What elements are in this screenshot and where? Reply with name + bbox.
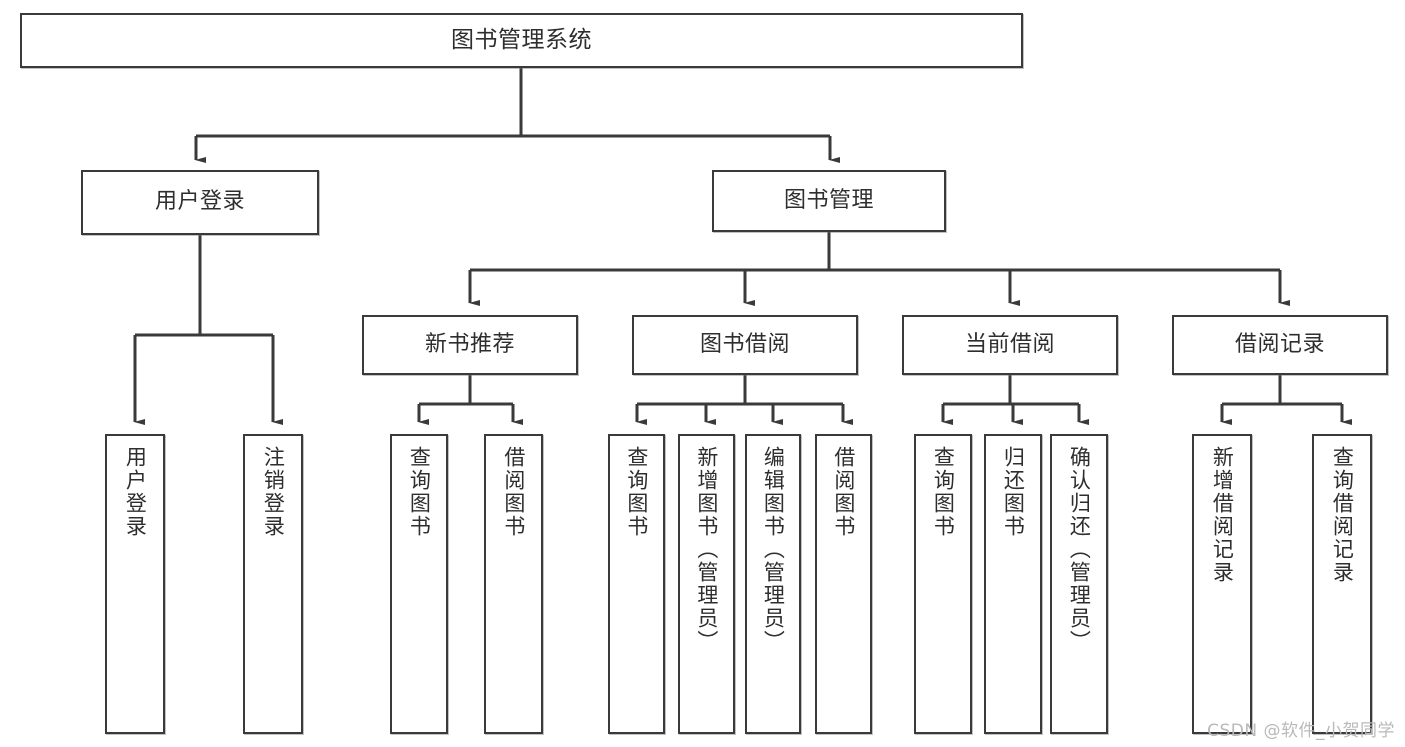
leaf-user-login-label: 用户登录 [123, 446, 148, 538]
leaf-edit-book-admin-label: 编辑图书（管理员） [761, 446, 786, 653]
leaf-query-book-current-label: 查询图书 [931, 446, 956, 538]
leaf-query-book-newbook-label: 查询图书 [407, 446, 432, 538]
leaf-return-book-label: 归还图书 [1001, 446, 1026, 538]
node-book-borrow[interactable]: 图书借阅 [632, 315, 858, 375]
node-book-borrow-label: 图书借阅 [699, 331, 790, 357]
leaf-edit-book-admin[interactable]: 编辑图书（管理员） [745, 434, 801, 734]
leaf-borrow-book-newbook-label: 借阅图书 [501, 446, 526, 538]
leaf-add-book-admin[interactable]: 新增图书（管理员） [678, 434, 735, 734]
leaf-borrow-book-newbook[interactable]: 借阅图书 [484, 434, 543, 734]
node-root[interactable]: 图书管理系统 [20, 13, 1023, 68]
leaf-query-book-newbook[interactable]: 查询图书 [390, 434, 448, 734]
leaf-return-book[interactable]: 归还图书 [984, 434, 1042, 734]
node-current-borrow[interactable]: 当前借阅 [902, 315, 1118, 375]
node-user-login-label: 用户登录 [154, 189, 245, 215]
leaf-query-borrow-record[interactable]: 查询借阅记录 [1312, 434, 1372, 734]
node-current-borrow-label: 当前借阅 [964, 331, 1055, 357]
node-user-login[interactable]: 用户登录 [81, 170, 319, 235]
leaf-user-logout-label: 注销登录 [261, 446, 286, 538]
node-new-book-recommend[interactable]: 新书推荐 [362, 315, 578, 375]
leaf-add-borrow-record-label: 新增借阅记录 [1210, 446, 1235, 584]
leaf-query-borrow-record-label: 查询借阅记录 [1330, 446, 1355, 584]
node-root-label: 图书管理系统 [451, 26, 592, 53]
node-book-management[interactable]: 图书管理 [712, 170, 946, 232]
node-new-book-recommend-label: 新书推荐 [424, 331, 515, 357]
leaf-add-borrow-record[interactable]: 新增借阅记录 [1192, 434, 1252, 734]
leaf-query-book-borrow-label: 查询图书 [624, 446, 649, 538]
leaf-user-login[interactable]: 用户登录 [105, 434, 165, 734]
leaf-confirm-return-admin-label: 确认归还（管理员） [1067, 446, 1092, 653]
leaf-query-book-current[interactable]: 查询图书 [914, 434, 972, 734]
leaf-query-book-borrow[interactable]: 查询图书 [608, 434, 665, 734]
node-borrow-records-label: 借阅记录 [1234, 331, 1325, 357]
node-borrow-records[interactable]: 借阅记录 [1172, 315, 1388, 375]
leaf-user-logout[interactable]: 注销登录 [243, 434, 303, 734]
leaf-borrow-book-label: 借阅图书 [831, 446, 856, 538]
leaf-borrow-book[interactable]: 借阅图书 [815, 434, 872, 734]
leaf-confirm-return-admin[interactable]: 确认归还（管理员） [1050, 434, 1108, 734]
leaf-add-book-admin-label: 新增图书（管理员） [694, 446, 719, 653]
node-book-management-label: 图书管理 [783, 187, 874, 213]
